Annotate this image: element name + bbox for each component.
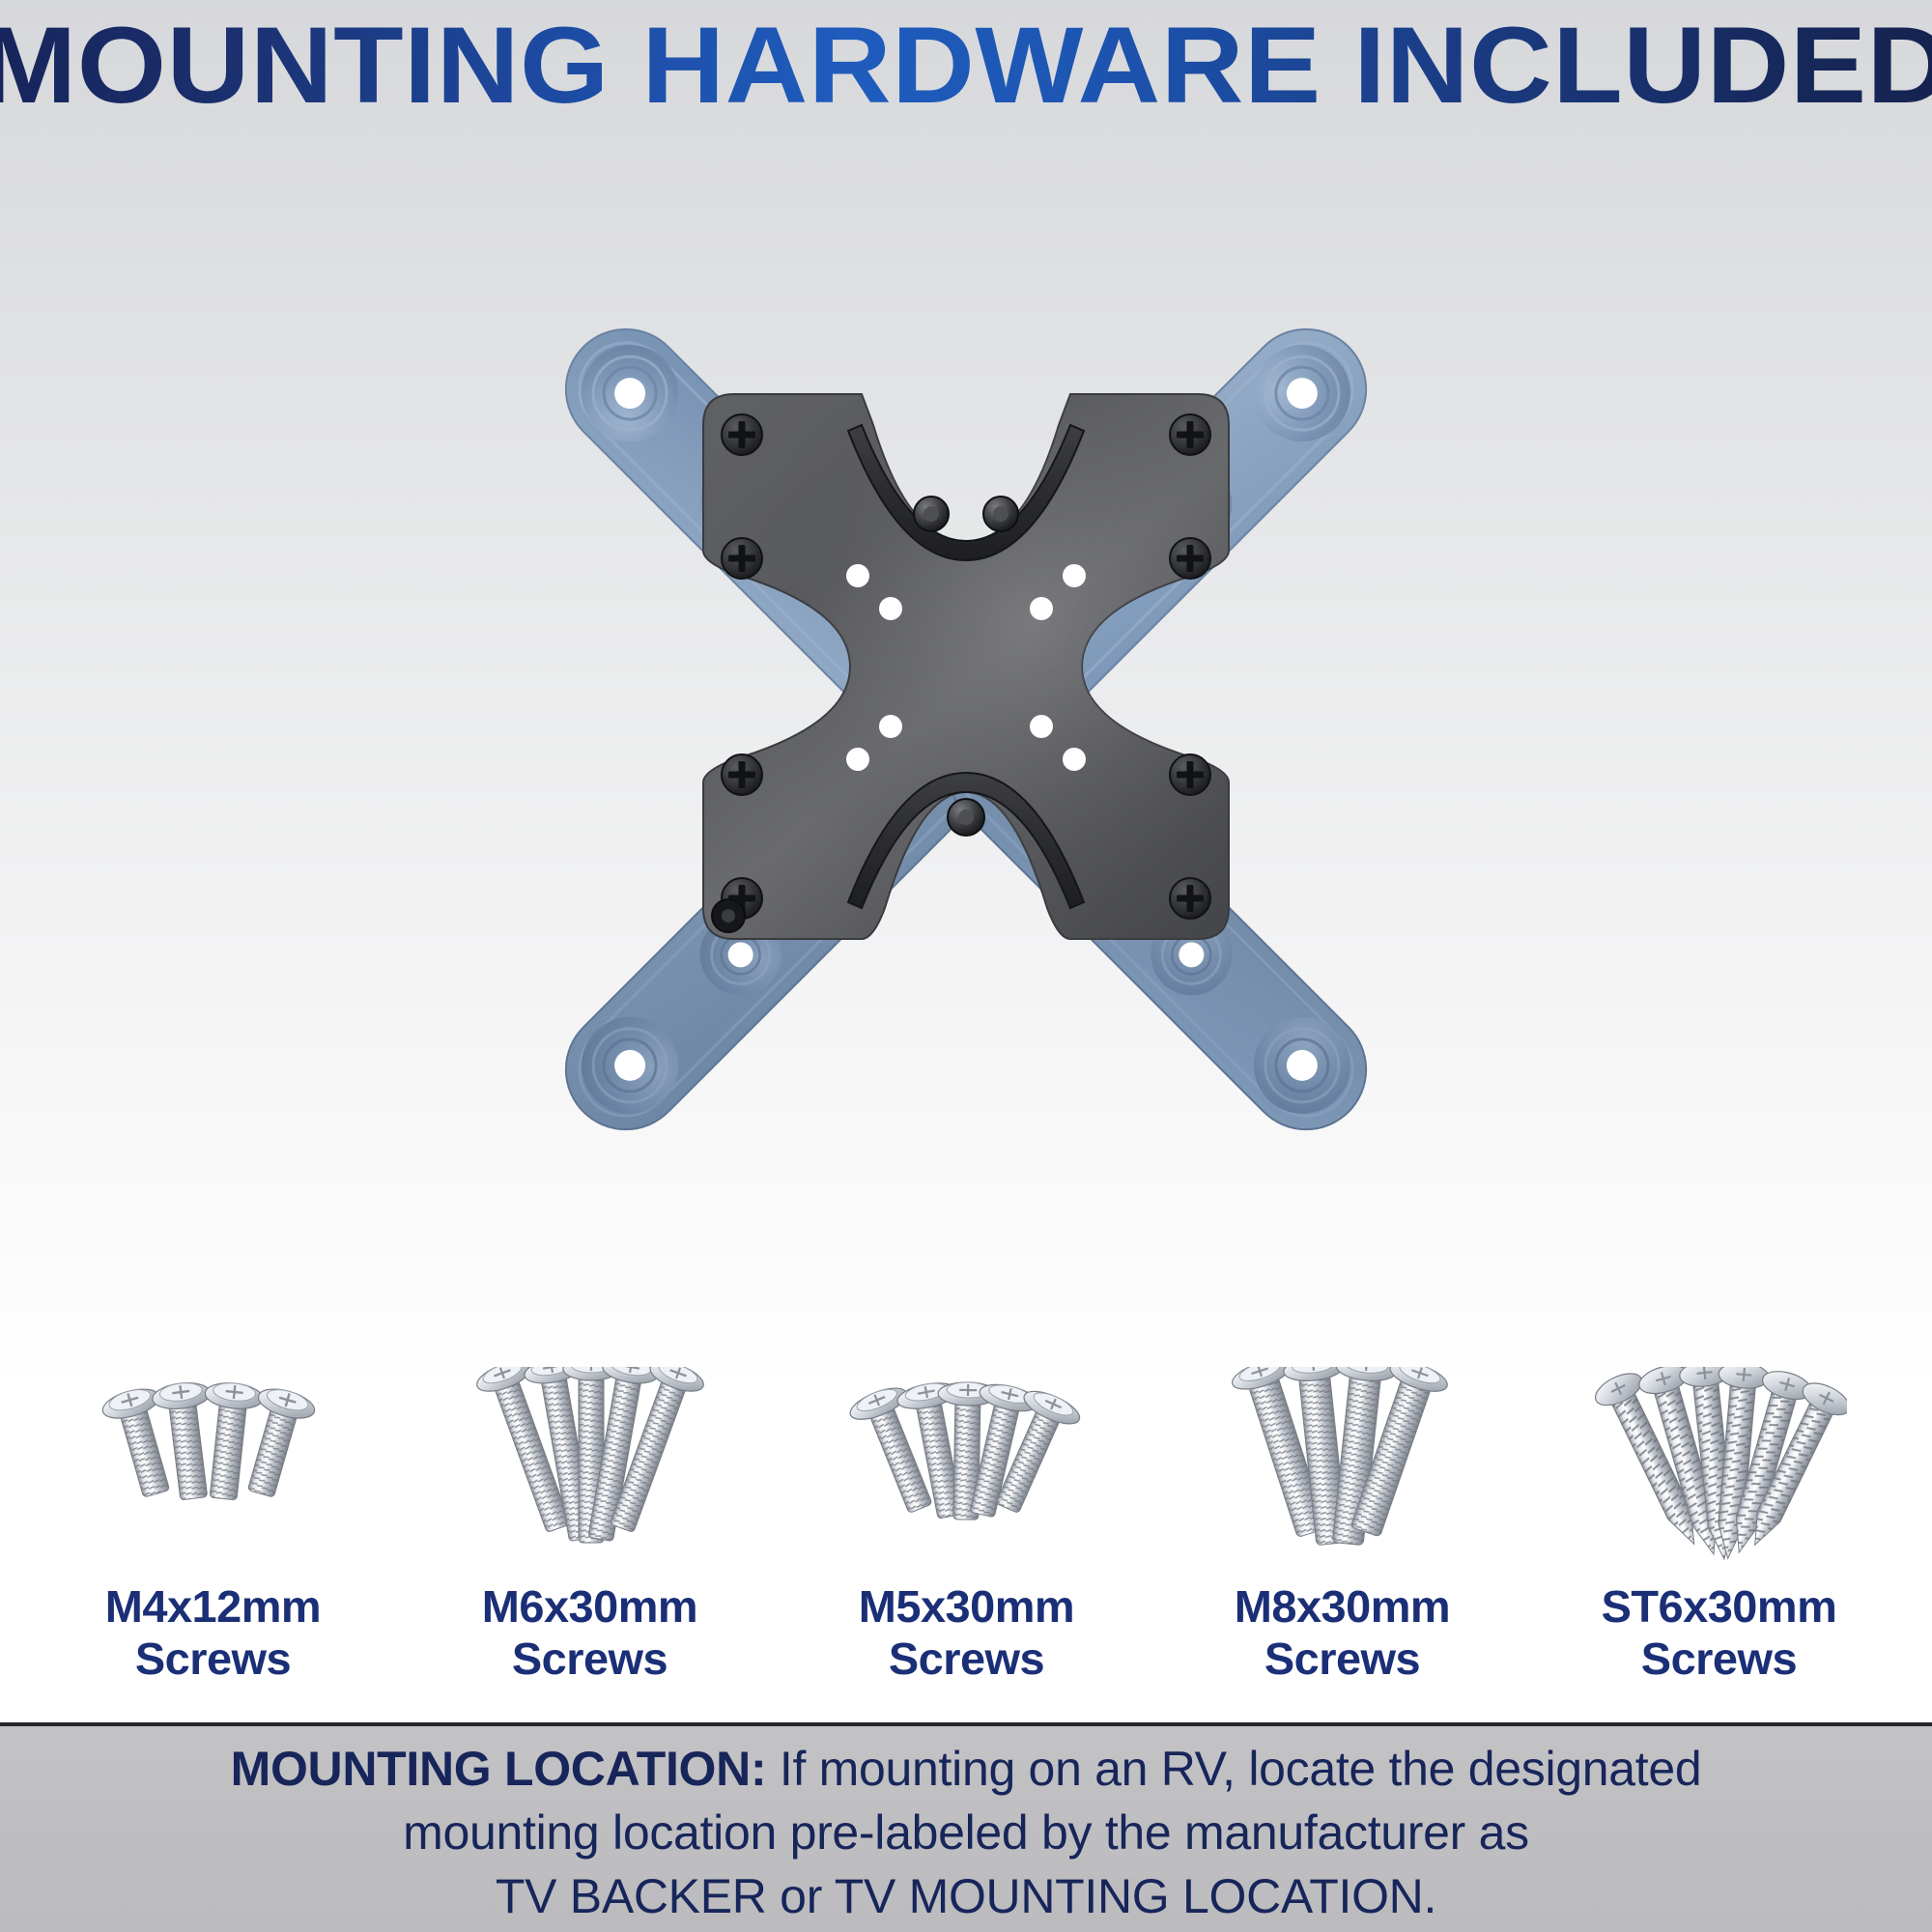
footer-line-1-rest: If mounting on an RV, locate the designa… bbox=[766, 1741, 1702, 1796]
phillips-screw-icon bbox=[1169, 537, 1211, 580]
screw-bundle-m5x30-icon bbox=[842, 1367, 1089, 1560]
hardware-label-line2: Screws bbox=[1264, 1633, 1421, 1684]
hardware-label-line2: Screws bbox=[511, 1633, 668, 1684]
hardware-label-m5x30: M5x30mm Screws bbox=[858, 1581, 1074, 1686]
hardware-group-st6x30: ST6x30mm Screws bbox=[1530, 1367, 1907, 1686]
pivot-rivet-left bbox=[913, 496, 950, 532]
hardware-label-m4x12: M4x12mm Screws bbox=[105, 1581, 322, 1686]
footer-line-2: mounting location pre-labeled by the man… bbox=[403, 1804, 1529, 1860]
upper-pivot-bar bbox=[846, 423, 1086, 562]
hardware-groups-row: M4x12mm Screws bbox=[0, 1367, 1932, 1724]
phillips-screw-icon bbox=[1169, 413, 1211, 456]
hardware-group-m6x30: M6x30mm Screws bbox=[402, 1367, 779, 1686]
pivot-rivet-right bbox=[982, 496, 1019, 532]
hardware-label-line1: M5x30mm bbox=[858, 1581, 1074, 1632]
phillips-screw-icon bbox=[721, 753, 763, 796]
hardware-label-st6x30: ST6x30mm Screws bbox=[1601, 1581, 1836, 1686]
hardware-label-line1: M8x30mm bbox=[1234, 1581, 1451, 1632]
hardware-group-m8x30: M8x30mm Screws bbox=[1154, 1367, 1531, 1686]
hardware-label-line1: M6x30mm bbox=[481, 1581, 698, 1632]
screw-bundle-st6x30-icon bbox=[1591, 1367, 1847, 1560]
phillips-screw-icon bbox=[721, 537, 763, 580]
hardware-label-line1: M4x12mm bbox=[105, 1581, 322, 1632]
pivot-rivet-bottom bbox=[947, 798, 985, 837]
mounting-location-text: MOUNTING LOCATION: If mounting on an RV,… bbox=[231, 1737, 1702, 1928]
hardware-group-m5x30: M5x30mm Screws bbox=[778, 1367, 1154, 1686]
footer-line-1-heading: MOUNTING LOCATION: bbox=[230, 1741, 767, 1796]
screw-bundle-m6x30-icon bbox=[464, 1367, 715, 1560]
vesa-holes-100 bbox=[879, 597, 1053, 738]
hardware-label-line2: Screws bbox=[1640, 1633, 1798, 1684]
vesa-holes-200 bbox=[846, 564, 1086, 771]
bracket-svg bbox=[564, 327, 1368, 1131]
bracket-center-plate bbox=[702, 393, 1230, 940]
plate-corner-screws bbox=[721, 413, 1211, 920]
mounting-location-footer: MOUNTING LOCATION: If mounting on an RV,… bbox=[0, 1722, 1932, 1932]
hardware-label-m8x30: M8x30mm Screws bbox=[1234, 1581, 1451, 1686]
hardware-label-line2: Screws bbox=[135, 1633, 292, 1684]
footer-line-1: MOUNTING LOCATION: If mounting on an RV,… bbox=[231, 1737, 1702, 1801]
hardware-label-line1: ST6x30mm bbox=[1601, 1581, 1837, 1632]
screw-bundle-m8x30-icon bbox=[1219, 1367, 1465, 1560]
grommet-hole bbox=[711, 898, 746, 933]
screw-bundle-m4x12-icon bbox=[93, 1367, 334, 1560]
page-title: MOUNTING HARDWARE INCLUDED bbox=[0, 3, 1932, 128]
hardware-group-m4x12: M4x12mm Screws bbox=[25, 1367, 402, 1686]
hardware-label-line2: Screws bbox=[888, 1633, 1044, 1684]
phillips-screw-icon bbox=[1169, 877, 1211, 920]
page-title-bar: MOUNTING HARDWARE INCLUDED bbox=[0, 0, 1932, 130]
phillips-screw-icon bbox=[721, 413, 763, 456]
hardware-label-m6x30: M6x30mm Screws bbox=[481, 1581, 698, 1686]
footer-line-3: TV BACKER or TV MOUNTING LOCATION. bbox=[495, 1868, 1437, 1923]
tv-mount-bracket-image bbox=[367, 135, 1565, 1323]
lower-pivot-bar bbox=[846, 771, 1086, 910]
phillips-screw-icon bbox=[1169, 753, 1211, 796]
